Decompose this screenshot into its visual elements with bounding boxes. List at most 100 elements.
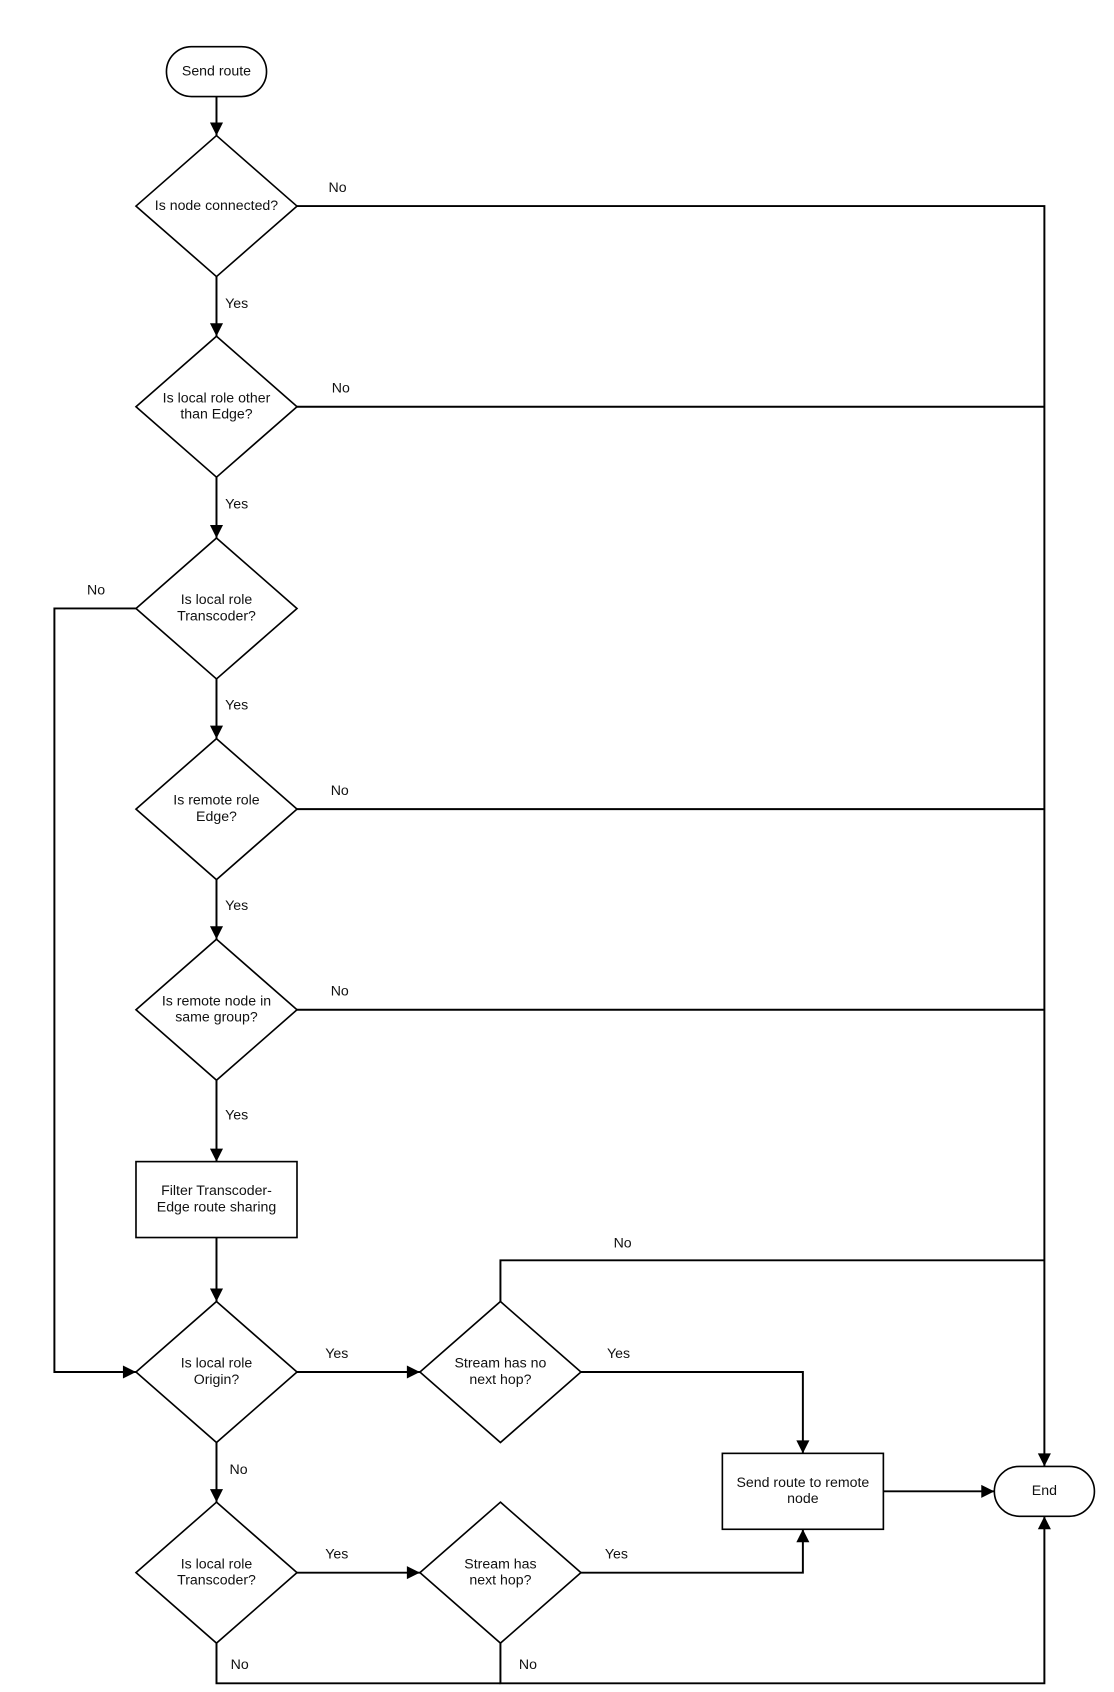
arrowhead xyxy=(796,1529,810,1543)
terminator-pill xyxy=(165,45,268,98)
decision-diamond xyxy=(134,335,299,479)
edge-d3-to-d6 xyxy=(53,607,136,1379)
arrowhead xyxy=(406,1365,420,1379)
edge-d5-to-p1 xyxy=(209,1080,224,1162)
node-label: Send route xyxy=(182,62,251,78)
edge-label-no: No xyxy=(519,1656,537,1672)
decision-diamond xyxy=(134,134,299,278)
edge-d2-to-d3 xyxy=(209,477,224,538)
arrowhead xyxy=(209,524,224,538)
connector-line xyxy=(296,205,1046,1467)
edge-d4-to-d5 xyxy=(209,879,224,940)
arrowhead xyxy=(1037,1516,1051,1530)
node-label: Is node connected? xyxy=(155,197,279,213)
node-label: Is remote role xyxy=(173,792,260,808)
edge-label-yes: Yes xyxy=(225,897,248,913)
edge-label-no: No xyxy=(331,782,349,798)
decision-diamond xyxy=(134,1300,299,1444)
decision-diamond xyxy=(134,938,299,1082)
arrowhead xyxy=(1037,1453,1051,1467)
arrowhead xyxy=(209,926,224,940)
arrowhead xyxy=(209,323,224,337)
node-label: Edge route sharing xyxy=(157,1198,276,1214)
node-label: Is local role other xyxy=(163,389,271,405)
edge-label-yes: Yes xyxy=(225,295,248,311)
edge-label-no: No xyxy=(87,581,105,597)
node-label: Transcoder? xyxy=(177,607,256,623)
process-box xyxy=(135,1160,298,1239)
edge-d9-to-p2 xyxy=(580,1529,810,1574)
node-end: End xyxy=(993,1465,1096,1518)
edge-d7-to-p2 xyxy=(580,1371,810,1454)
node-label: Filter Transcoder- xyxy=(161,1182,272,1198)
edge-label-no: No xyxy=(329,179,347,195)
connector-line xyxy=(215,1643,501,1685)
process-box xyxy=(721,1452,885,1531)
node-label: Is local role xyxy=(181,1355,253,1371)
node-label: Stream has xyxy=(464,1555,536,1571)
edge-label-yes: Yes xyxy=(607,1345,630,1361)
edge-label-no: No xyxy=(614,1234,632,1250)
node-label: next hop? xyxy=(469,1572,531,1588)
arrowhead xyxy=(209,1148,224,1162)
node-label: next hop? xyxy=(469,1371,531,1387)
edge-label-yes: Yes xyxy=(325,1345,348,1361)
terminator-pill xyxy=(993,1465,1096,1518)
node-p1: Filter Transcoder-Edge route sharing xyxy=(135,1160,298,1239)
decision-diamond xyxy=(134,1501,299,1645)
decision-diamond xyxy=(134,536,299,681)
arrowhead xyxy=(122,1365,136,1379)
edge-start-to-d1 xyxy=(209,96,224,136)
decision-diamond xyxy=(418,1501,583,1645)
node-label: Origin? xyxy=(194,1371,240,1387)
connector-line xyxy=(499,1516,1046,1685)
arrowhead xyxy=(981,1484,995,1498)
edge-label-yes: Yes xyxy=(605,1546,628,1562)
edge-label-no: No xyxy=(230,1461,248,1477)
edge-p1-to-d6 xyxy=(209,1237,224,1302)
arrowhead xyxy=(209,1489,224,1503)
node-label: Transcoder? xyxy=(177,1572,256,1588)
connector-line xyxy=(580,1371,804,1454)
node-label: Is local role xyxy=(181,591,253,607)
node-label: than Edge? xyxy=(180,406,252,422)
edge-d6-to-d7 xyxy=(296,1365,420,1379)
node-d1: Is node connected? xyxy=(134,134,299,278)
edge-label-yes: Yes xyxy=(225,696,248,712)
arrowhead xyxy=(209,725,224,739)
arrowhead xyxy=(209,1288,224,1302)
edge-d8-to-d9 xyxy=(296,1566,420,1580)
edge-d3-to-d4 xyxy=(209,678,224,739)
arrowhead xyxy=(796,1440,810,1454)
connector-line xyxy=(580,1529,804,1574)
edge-d1-to-end xyxy=(296,205,1051,1467)
node-label: same group? xyxy=(175,1009,258,1025)
arrowhead xyxy=(209,122,224,136)
node-label: Edge? xyxy=(196,808,237,824)
edge-label-yes: Yes xyxy=(325,1546,348,1562)
connector-line xyxy=(53,607,136,1373)
node-label: Is local role xyxy=(181,1555,253,1571)
edge-label-no: No xyxy=(332,380,350,396)
edge-d9-to-end xyxy=(499,1516,1051,1685)
connector-line xyxy=(499,1259,1045,1302)
node-label: Send route to remote xyxy=(736,1474,869,1490)
edge-d7-to-end xyxy=(499,1259,1045,1302)
edge-d1-to-d2 xyxy=(209,276,224,337)
node-label: End xyxy=(1032,1482,1057,1498)
edge-d6-to-d8 xyxy=(209,1442,224,1503)
edge-label-yes: Yes xyxy=(225,496,248,512)
node-label: node xyxy=(787,1490,819,1506)
arrowhead xyxy=(406,1566,420,1580)
decision-diamond xyxy=(134,737,299,881)
edge-label-no: No xyxy=(231,1656,249,1672)
edge-p2-to-end xyxy=(883,1484,995,1498)
node-label: Is remote node in xyxy=(162,992,271,1008)
